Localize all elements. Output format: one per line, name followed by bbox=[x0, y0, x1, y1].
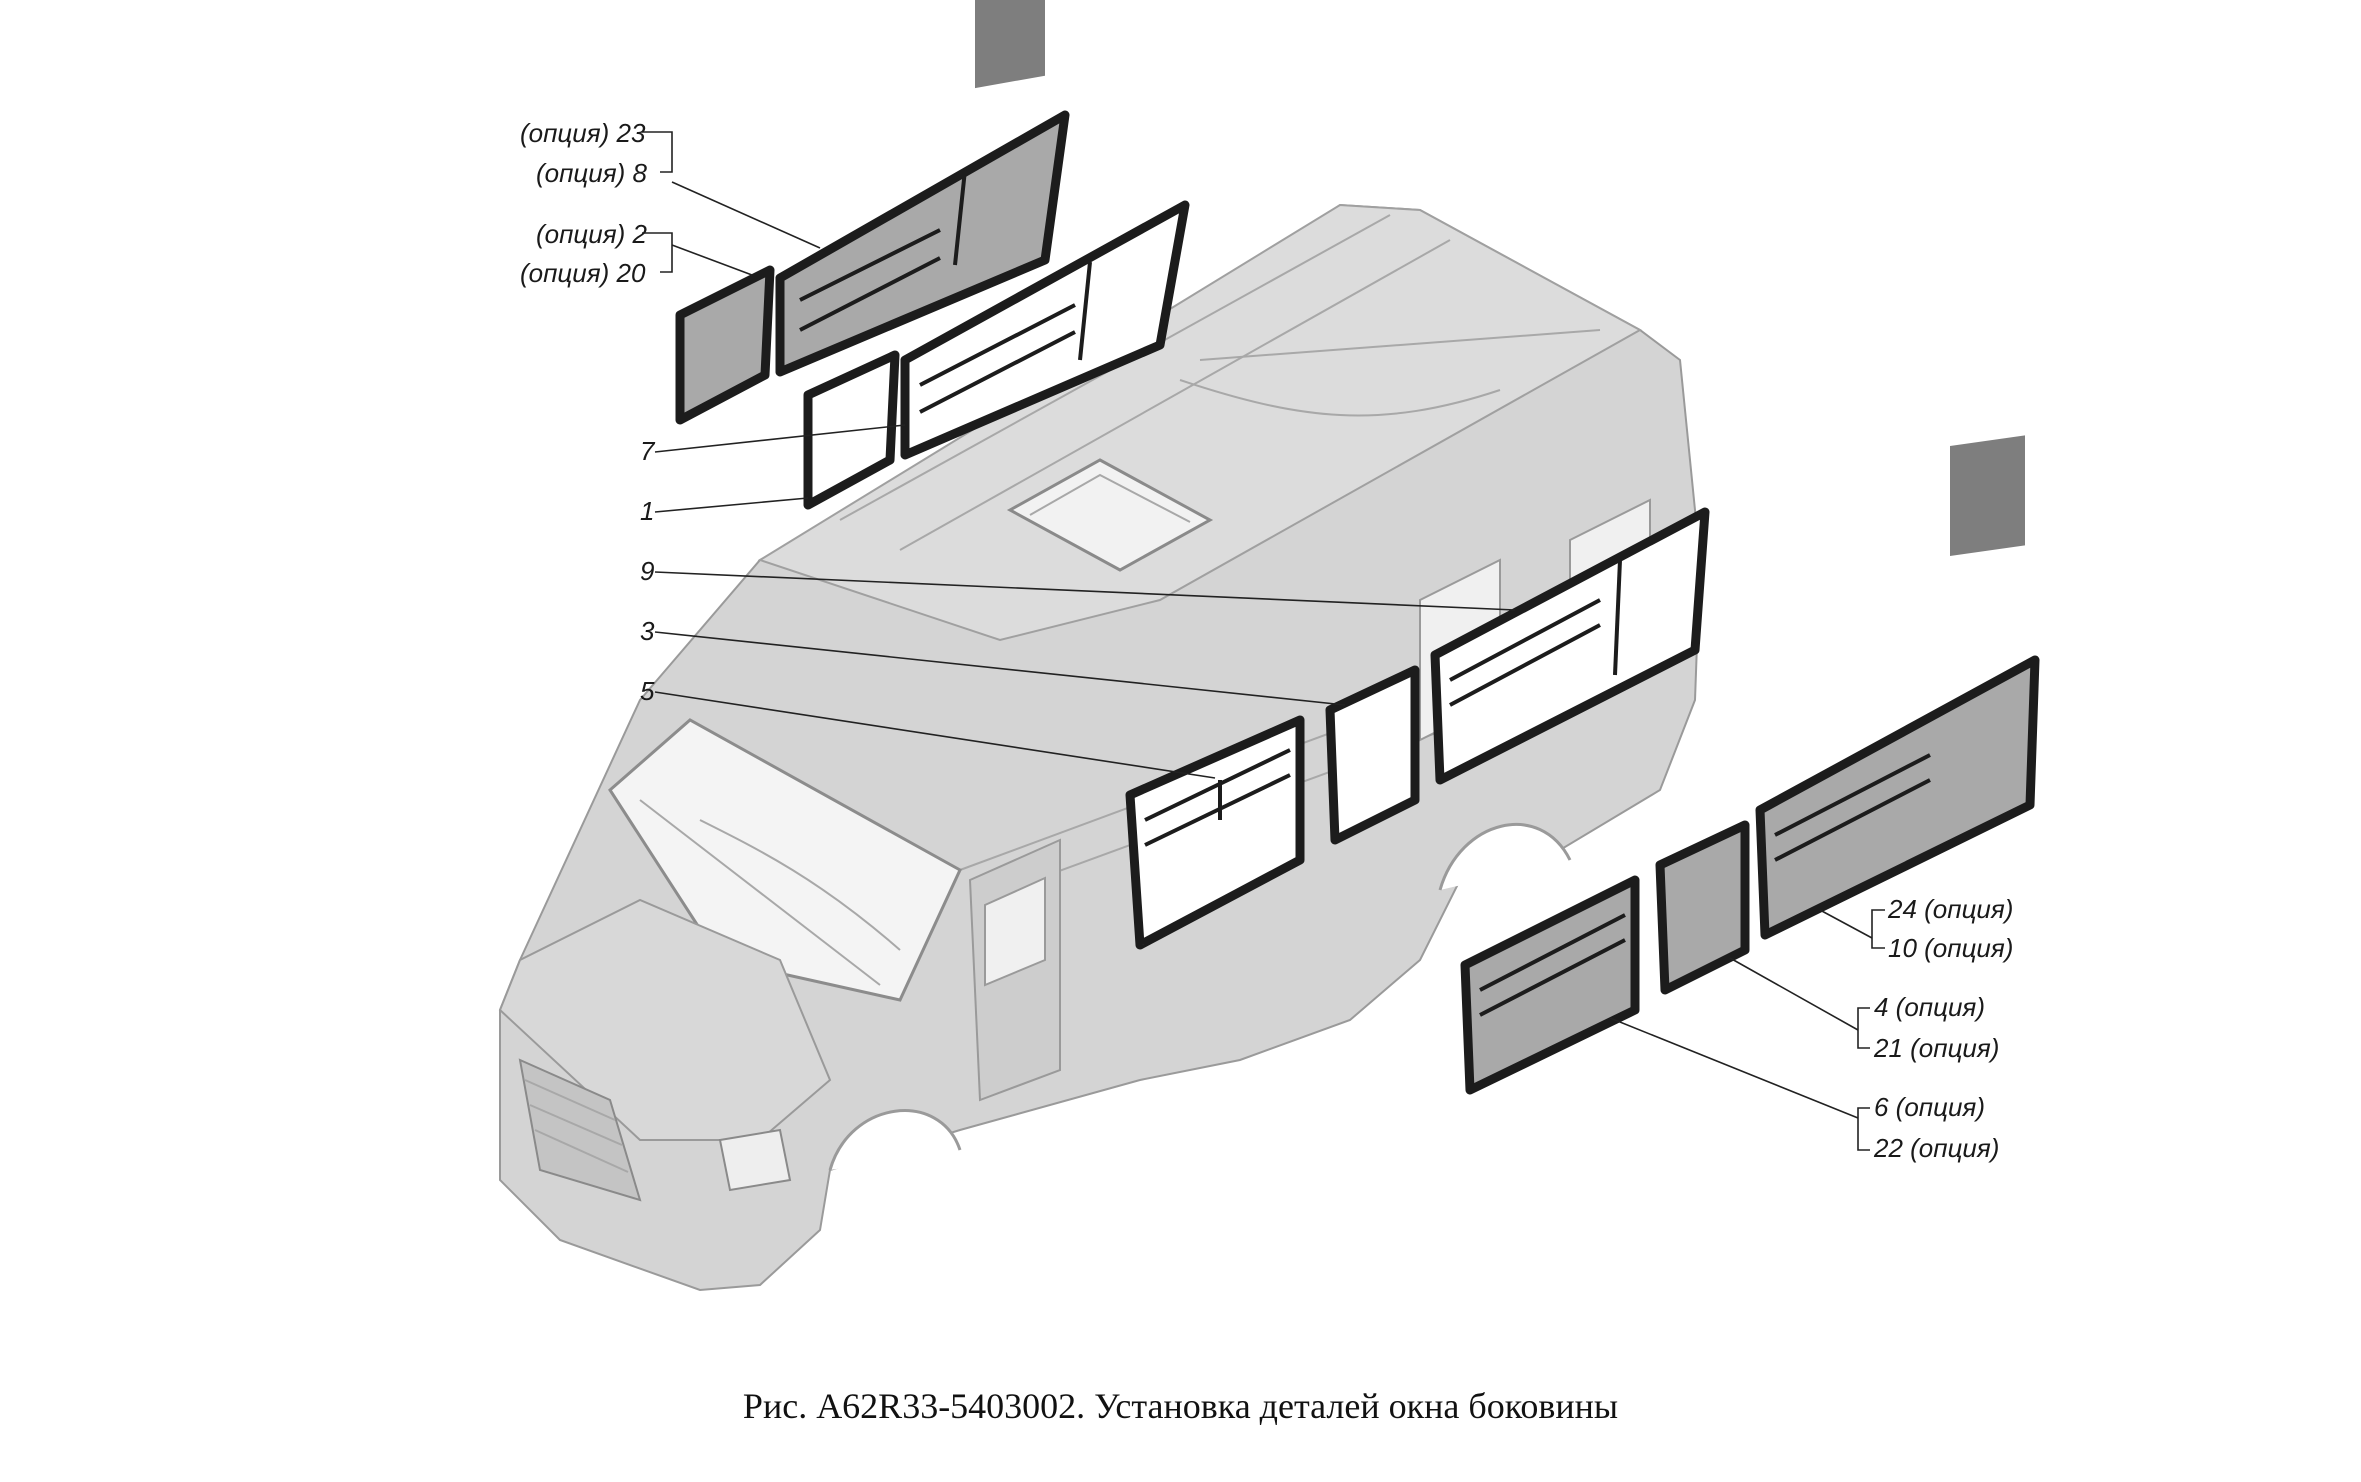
label-r24: 24 (опция) bbox=[1887, 894, 2013, 924]
label-3: 3 bbox=[640, 616, 655, 646]
window-part-6-22 bbox=[1460, 875, 1640, 1095]
label-9: 9 bbox=[640, 556, 654, 586]
label-1: 1 bbox=[640, 496, 654, 526]
label-r21: 21 (опция) bbox=[1873, 1033, 1999, 1063]
label-r10: 10 (опция) bbox=[1888, 933, 2013, 963]
window-part-10-24 bbox=[1755, 435, 2040, 940]
part-labels: (опция) 23 (опция) 8 (опция) 2 (опция) 2… bbox=[520, 118, 2013, 1163]
window-part-7 bbox=[900, 200, 1190, 460]
leader-lines bbox=[642, 131, 1885, 1151]
label-opt8: (опция) 8 bbox=[536, 158, 648, 188]
label-opt2: (опция) 2 bbox=[536, 219, 648, 249]
figure-caption: Рис. А62R33-5403002. Установка деталей о… bbox=[742, 1386, 1619, 1426]
label-r6: 6 (опция) bbox=[1874, 1092, 1985, 1122]
window-parts bbox=[675, 0, 2040, 1095]
window-part-4-21 bbox=[1655, 820, 1750, 995]
label-opt23: (опция) 23 bbox=[520, 118, 646, 148]
label-r22: 22 (опция) bbox=[1873, 1133, 1999, 1163]
label-5: 5 bbox=[640, 676, 655, 706]
window-part-3 bbox=[1325, 665, 1420, 845]
window-part-8-23 bbox=[775, 0, 1070, 377]
label-7: 7 bbox=[640, 436, 656, 466]
window-part-9 bbox=[1430, 507, 1710, 785]
label-opt20: (опция) 20 bbox=[520, 258, 646, 288]
window-part-5 bbox=[1125, 715, 1305, 950]
window-part-2-20 bbox=[675, 265, 775, 425]
van-body bbox=[498, 203, 1702, 1292]
label-r4: 4 (опция) bbox=[1874, 992, 1985, 1022]
